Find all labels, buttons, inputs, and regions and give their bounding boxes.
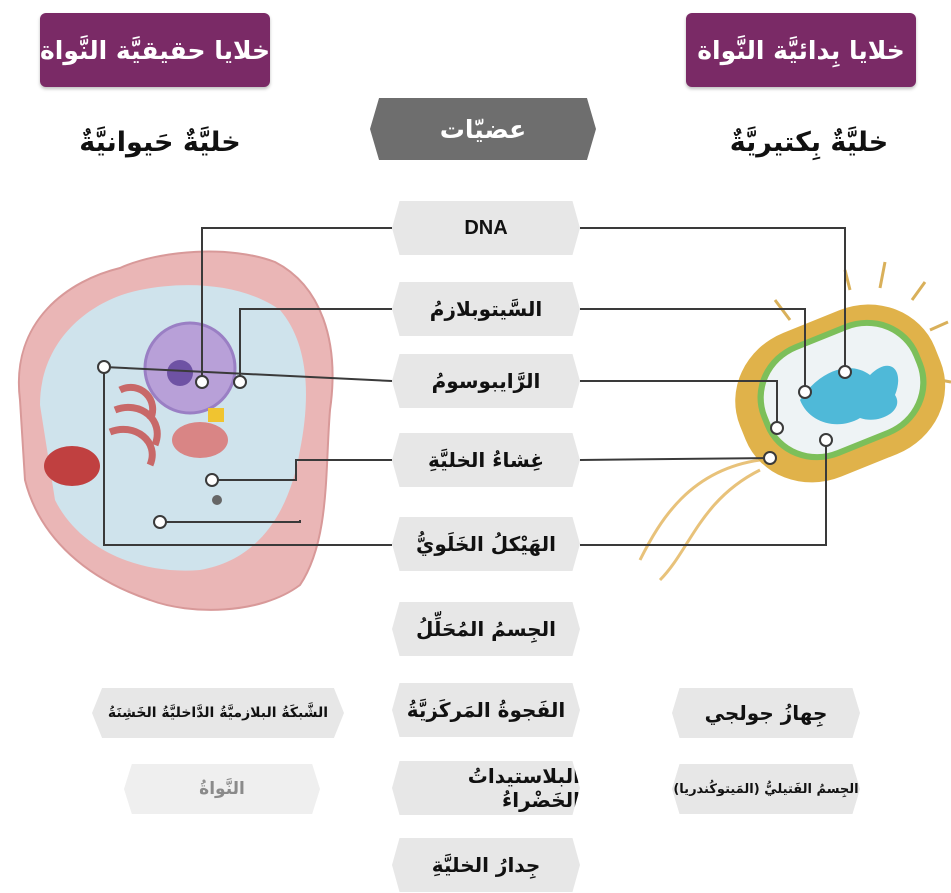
mitochondria-label: الجِسمُ الفَتيليُّ (المَيتوكُندريا) [672,764,860,814]
organelle-cell-membrane: غِشاءُ الخليَّةِ [392,433,580,487]
organelle-cytoplasm: السَّيتوبلازمُ [392,282,580,336]
organelles-header: عضيّات [370,98,596,160]
organelle-cell-wall: جِدارُ الخليَّةِ [392,838,580,892]
animal-cell-title: خليَّةٌ حَيوانيَّةٌ [79,127,241,158]
bacteria-illustration [638,261,951,582]
connector-lines [103,227,846,546]
bacterial-cell-title: خليَّةٌ بِكتيريَّةٌ [729,127,889,158]
prokaryotic-cells-banner: خلايا بِدائيَّة النَّواة [686,13,916,87]
eukaryotic-cells-banner: خلايا حقيقيَّة النَّواة [40,13,270,87]
nucleus-label: النَّواةُ [124,764,320,814]
golgi-label: جِهازُ جولجي [672,688,860,738]
organelle-central-vacuole: الفَجوةُ المَركَزيَّةُ [392,683,580,737]
organelle-chloroplasts: البلاستيداتُ الخَضْراءُ [392,761,580,815]
organelle-ribosome: الرَّايبوسومُ [392,354,580,408]
organelle-cytoskeleton: الهَيْكلُ الخَلَويُّ [392,517,580,571]
organelle-lysosome: الجِسمُ المُحَلِّلُ [392,602,580,656]
rough-er-label: الشَّبكَةُ البلازميَّةُ الدَّاخليَّةُ ال… [92,688,344,738]
connector-dots [97,360,852,529]
organelle-dna: DNA [392,201,580,255]
animal-cell-illustration [17,250,334,611]
